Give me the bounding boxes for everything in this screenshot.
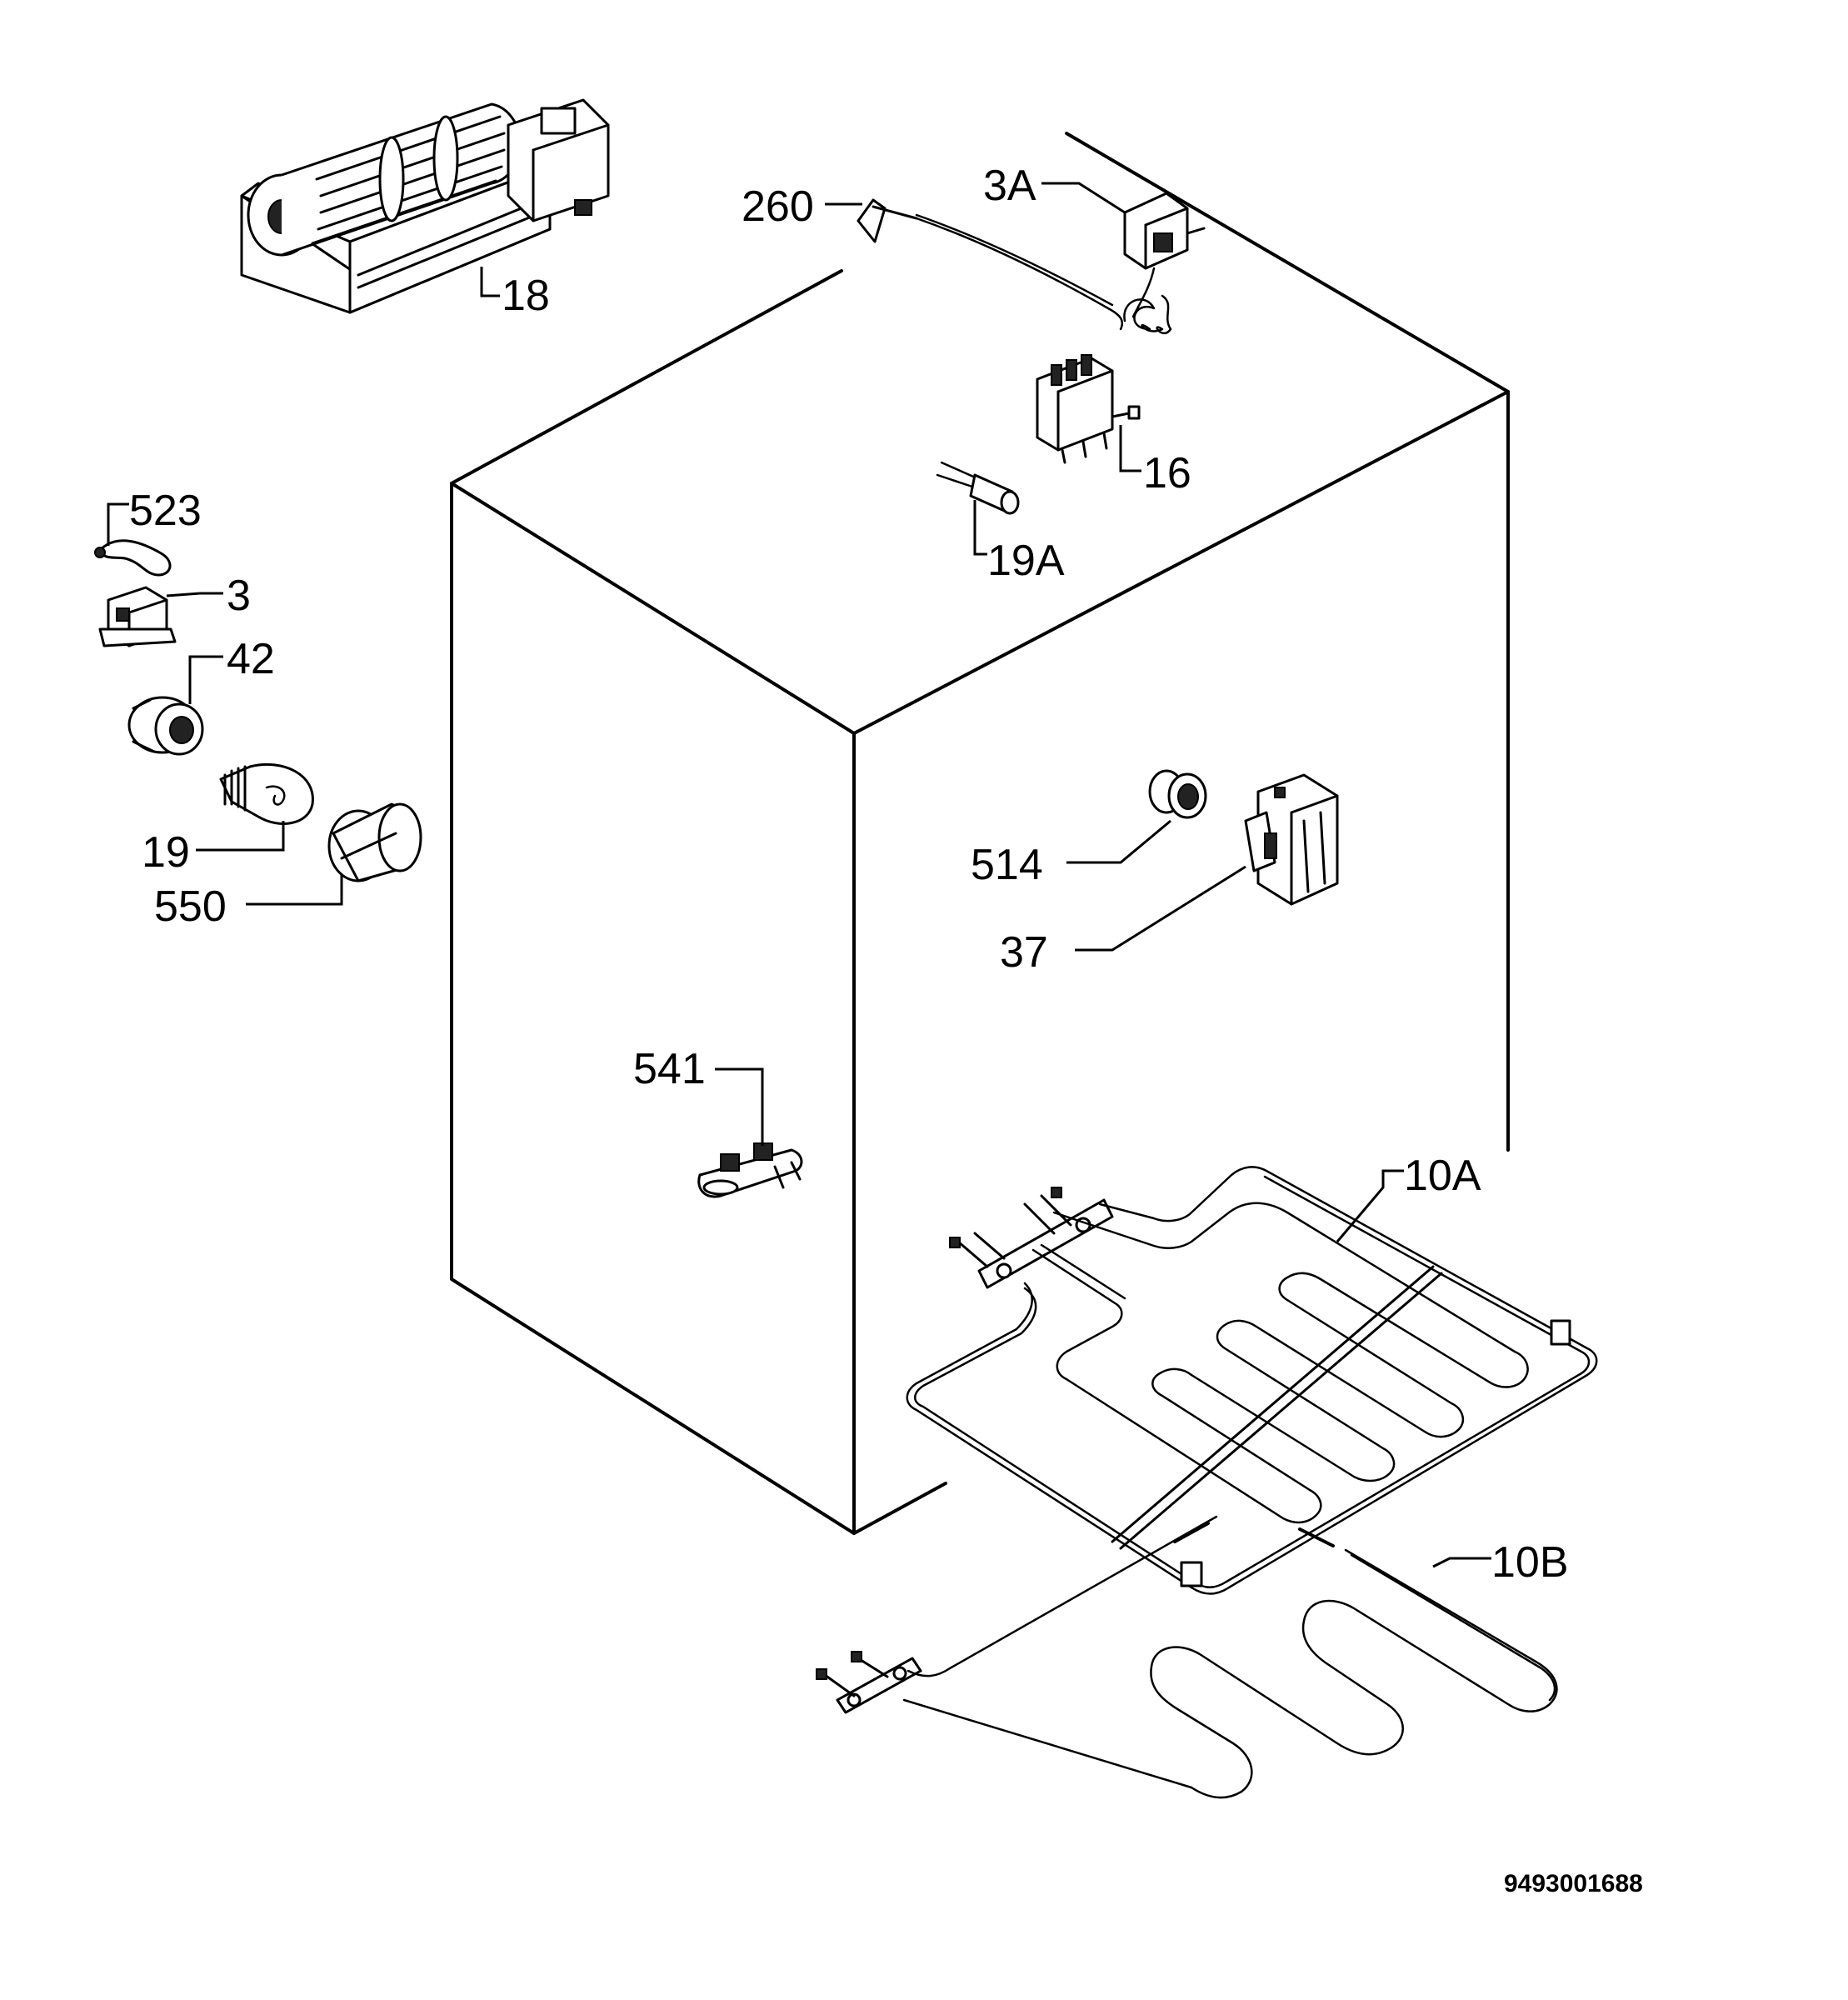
callout-10A: 10A <box>1404 1152 1481 1200</box>
leader-18 <box>480 267 500 298</box>
leader-19 <box>196 821 285 852</box>
callout-16: 16 <box>1143 449 1191 498</box>
lamp-cover-part <box>327 802 422 882</box>
leader-550 <box>246 875 343 906</box>
leader-514 <box>1066 819 1171 864</box>
lamp-socket-part <box>127 696 204 756</box>
callout-3A: 3A <box>983 162 1036 210</box>
callout-523: 523 <box>129 487 202 535</box>
oven-lamp-bulb-part <box>219 762 314 825</box>
leader-19A <box>973 500 987 556</box>
callout-42: 42 <box>227 635 275 683</box>
callout-3: 3 <box>227 572 251 620</box>
leader-16 <box>1119 425 1141 472</box>
door-switch-part <box>1244 773 1339 906</box>
grill-element-part <box>906 1166 1598 1595</box>
thermostat-probe-part <box>857 198 1124 331</box>
terminal-block-part <box>697 1142 803 1198</box>
leader-10B <box>1432 1557 1491 1568</box>
leader-42 <box>188 655 223 704</box>
grommet-part <box>1148 769 1207 819</box>
callout-10B: 10B <box>1491 1538 1569 1587</box>
callout-18: 18 <box>502 272 550 320</box>
lamp-clip-part <box>94 539 172 577</box>
leader-10A <box>1336 1169 1404 1242</box>
leader-3 <box>166 592 223 598</box>
pilot-lamp-part <box>936 461 1020 515</box>
callout-37: 37 <box>1000 928 1048 977</box>
callout-541: 541 <box>633 1045 706 1093</box>
tangential-fan-part <box>240 98 610 314</box>
selector-switch-part <box>1036 354 1141 464</box>
lamp-holder-part <box>98 586 177 648</box>
callout-260: 260 <box>742 182 814 231</box>
leader-3A <box>1041 182 1126 214</box>
callout-550: 550 <box>154 882 227 931</box>
callout-19A: 19A <box>987 537 1065 585</box>
oven-cavity-box <box>450 132 1510 1535</box>
leader-37 <box>1075 865 1246 952</box>
thermostat-part <box>1123 192 1206 335</box>
callout-514: 514 <box>971 841 1043 889</box>
leader-523 <box>107 502 129 546</box>
callout-19: 19 <box>142 828 190 877</box>
leader-541 <box>715 1068 764 1146</box>
bottom-element-part <box>816 1515 1558 1799</box>
drawing-number: 9493001688 <box>1504 1870 1643 1898</box>
